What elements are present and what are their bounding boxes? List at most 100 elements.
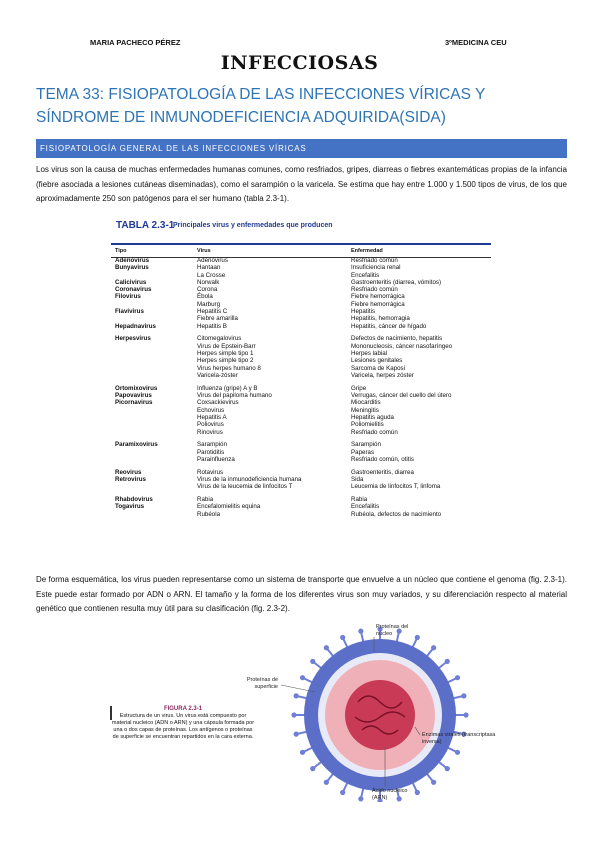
virus-name: Hepatitis A [197,413,227,421]
spike-knob [431,779,437,785]
disease-name: Insuficiencia renal [351,264,401,272]
spike-knob [377,626,383,632]
disease-name: Lesiones genitales [351,357,403,365]
disease-name: Hepatitis, cáncer de hígado [351,322,427,330]
spike-knob [377,798,383,802]
table-title: Principales virus y enfermedades que pro… [173,222,333,229]
disease-name: Resfriado común, otitis [351,455,414,463]
disease-name: Gastroenteritis, diarrea [351,468,414,476]
virus-name: Influenza (gripe) A y B [197,384,258,392]
spike-knob [310,766,316,772]
disease-name: Meningitis [351,406,379,414]
virus-name: Hepatitis C [197,308,228,316]
cell-type: Rhabdovirus [115,496,153,504]
spike-knob [461,731,467,737]
cell-disease: Verrugas, cáncer del cuello del útero [351,392,491,399]
spike-knob [414,634,420,641]
header-virus: Virus [197,248,211,254]
cell-type: Papovavirus [115,392,152,400]
spike-knob [340,789,346,796]
cell-type: Togavirus [115,503,145,511]
spike-knob [293,693,299,699]
cell-disease: Gripe [351,385,491,392]
disease-name: Hepatitis, hemorragia [351,315,410,323]
cell-disease: Gastroenteritis, diarrea [351,469,491,476]
virus-name: Hepatitis B [197,322,227,330]
virus-name: Citomegalovirus [197,335,242,343]
virus-name: Herpes simple tipo 2 [197,357,254,365]
disease-name: Poliomielitis [351,421,384,429]
disease-name: Gripe [351,384,367,392]
virus-name: Rabia [197,496,214,504]
disease-name: Sida [351,476,364,484]
disease-name: Mononucleosis, cáncer nasofaríngeo [351,342,453,350]
label-nucleic-acid: Ácido nucleico (ARN) [372,788,408,801]
cell-type: Flavivirus [115,308,144,316]
disease-name: Miocarditis [351,399,381,407]
section-heading-bar: FISIOPATOLOGÍA GENERAL DE LAS INFECCIONE… [36,139,567,158]
cell-type: Adenovirus [115,257,150,264]
label-surface-proteins: Proteínas de superficie [246,677,278,690]
author-name: MARIA PACHECO PÉREZ [90,38,181,47]
section-heading: FISIOPATOLOGÍA GENERAL DE LAS INFECCIONE… [40,144,307,153]
cell-type: Coronavirus [115,286,152,294]
virus-name: Coxsackievirus [197,399,239,407]
disease-name: Resfriado común [351,428,398,436]
virus-name: Encefalomielitis equina [197,503,261,511]
virus-figure: FIGURA 2.3-1 Estructura de un virus. Un … [110,622,530,802]
table-row: Rhabdovirus Rabia Rabia [111,496,491,503]
cell-type: Paramixovirus [115,441,158,449]
spike-knob [323,779,329,785]
cell-disease: Resfriado común [351,286,491,293]
virus-name: Sarampión [197,441,227,449]
virus-name: Virus de Epstein-Barr [197,342,256,350]
spike-knob [431,645,437,651]
label-core-proteins: Proteínas del núcleo [376,624,409,637]
virus-name: Hantaan [197,264,221,272]
virus-table: TABLA 2.3-1 Principales virus y enfermed… [111,219,491,554]
virus-name: Virus herpes humano 8 [197,364,261,372]
schema-paragraph: De forma esquemática, los virus pueden r… [36,575,567,613]
cell-type: Picornavirus [115,399,153,407]
disease-name: Verrugas, cáncer del cuello del útero [351,392,452,400]
spike-knob [414,789,420,796]
spike-knob [454,675,461,681]
spike-knob [299,749,306,755]
disease-name: Hepatitis [351,308,376,316]
virus-name: La Crosse [197,271,226,279]
spike-knob [358,796,364,802]
virus-name: Adenovirus [197,257,228,264]
spike-knob [340,634,346,641]
document-title: INFECCIOSAS [220,52,379,74]
nucleic-core [345,680,415,750]
cell-type: Hepadnavirus [115,322,156,330]
figure-number: FIGURA 2.3-1 [163,706,203,712]
spike-knob [310,658,316,664]
cell-virus: Hepatitis B [197,323,347,330]
disease-name: Rabia [351,496,368,504]
cell-type: Herpesvirus [115,335,151,343]
disease-name: Leucemia de linfocitos T, linfoma [351,483,441,491]
spike-knob [461,693,467,699]
virus-name: Virus del papiloma humano [197,392,272,400]
virus-name: Rubéola [197,510,221,518]
caption-rule [110,706,112,720]
disease-name: Fiebre hemorrágica [351,293,405,301]
